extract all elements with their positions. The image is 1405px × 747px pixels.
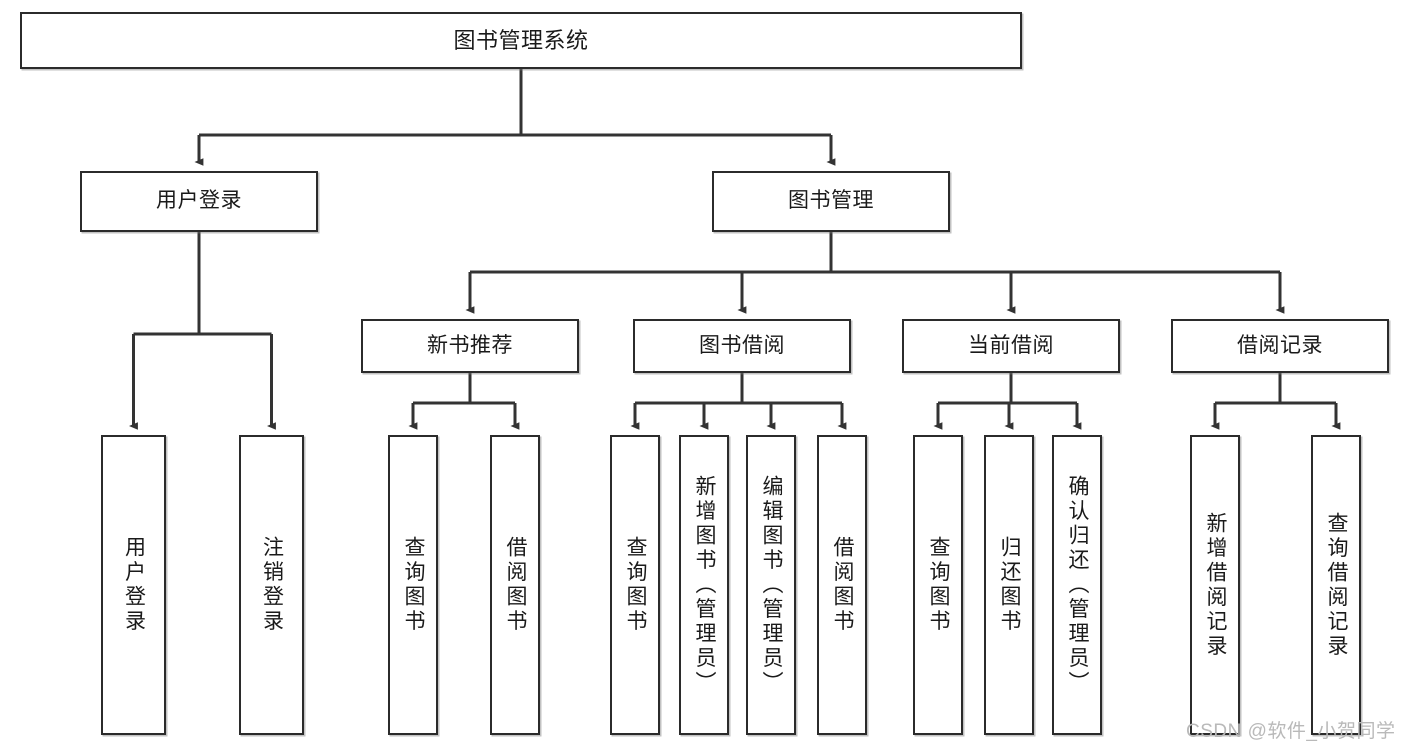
leaf-leaf-add-book[interactable]: 新增图书（管理员） bbox=[679, 435, 729, 735]
leaf-leaf-query-book-2[interactable]: 查询图书 bbox=[610, 435, 660, 735]
node-new-book-recommend[interactable]: 新书推荐 bbox=[361, 319, 579, 373]
leaf-leaf-borrow-book-1[interactable]: 借阅图书 bbox=[490, 435, 540, 735]
leaf-leaf-add-book-label: 新增图书（管理员） bbox=[693, 474, 717, 696]
leaf-leaf-borrow-book-2-label: 借阅图书 bbox=[831, 536, 855, 634]
leaf-leaf-user-logout[interactable]: 注销登录 bbox=[239, 435, 304, 735]
watermark: CSDN @软件_小贺同学 bbox=[1186, 721, 1396, 742]
node-root[interactable]: 图书管理系统 bbox=[20, 12, 1022, 69]
leaf-leaf-query-record[interactable]: 查询借阅记录 bbox=[1311, 435, 1361, 735]
node-user-login-label: 用户登录 bbox=[156, 189, 242, 213]
leaf-leaf-return-book[interactable]: 归还图书 bbox=[984, 435, 1034, 735]
leaf-leaf-user-login[interactable]: 用户登录 bbox=[101, 435, 166, 735]
leaf-leaf-return-book-label: 归还图书 bbox=[998, 536, 1022, 634]
leaf-leaf-edit-book-label: 编辑图书（管理员） bbox=[760, 474, 784, 696]
leaf-leaf-edit-book[interactable]: 编辑图书（管理员） bbox=[746, 435, 796, 735]
leaf-leaf-add-record[interactable]: 新增借阅记录 bbox=[1190, 435, 1240, 735]
leaf-leaf-borrow-book-2[interactable]: 借阅图书 bbox=[817, 435, 867, 735]
node-book-manage[interactable]: 图书管理 bbox=[712, 171, 950, 232]
node-book-borrow-label: 图书借阅 bbox=[699, 333, 785, 357]
leaf-leaf-query-record-label: 查询借阅记录 bbox=[1325, 511, 1349, 659]
leaf-leaf-query-book-2-label: 查询图书 bbox=[624, 536, 648, 634]
node-root-label: 图书管理系统 bbox=[453, 27, 589, 53]
node-new-book-recommend-label: 新书推荐 bbox=[427, 333, 513, 357]
leaf-leaf-confirm-return[interactable]: 确认归还（管理员） bbox=[1052, 435, 1102, 735]
leaf-leaf-user-logout-label: 注销登录 bbox=[260, 536, 284, 634]
node-current-borrow-label: 当前借阅 bbox=[968, 333, 1054, 357]
node-user-login[interactable]: 用户登录 bbox=[80, 171, 318, 232]
node-book-borrow[interactable]: 图书借阅 bbox=[633, 319, 851, 373]
node-borrow-record[interactable]: 借阅记录 bbox=[1171, 319, 1389, 373]
leaf-leaf-user-login-label: 用户登录 bbox=[122, 536, 146, 634]
leaf-leaf-confirm-return-label: 确认归还（管理员） bbox=[1066, 474, 1090, 696]
leaf-leaf-add-record-label: 新增借阅记录 bbox=[1204, 511, 1228, 659]
leaf-leaf-query-book-1-label: 查询图书 bbox=[402, 536, 426, 634]
leaf-leaf-query-book-3[interactable]: 查询图书 bbox=[913, 435, 963, 735]
node-borrow-record-label: 借阅记录 bbox=[1237, 333, 1323, 357]
leaf-leaf-borrow-book-1-label: 借阅图书 bbox=[504, 536, 528, 634]
node-current-borrow[interactable]: 当前借阅 bbox=[902, 319, 1120, 373]
node-book-manage-label: 图书管理 bbox=[788, 189, 874, 213]
leaf-leaf-query-book-1[interactable]: 查询图书 bbox=[388, 435, 438, 735]
leaf-leaf-query-book-3-label: 查询图书 bbox=[927, 536, 951, 634]
